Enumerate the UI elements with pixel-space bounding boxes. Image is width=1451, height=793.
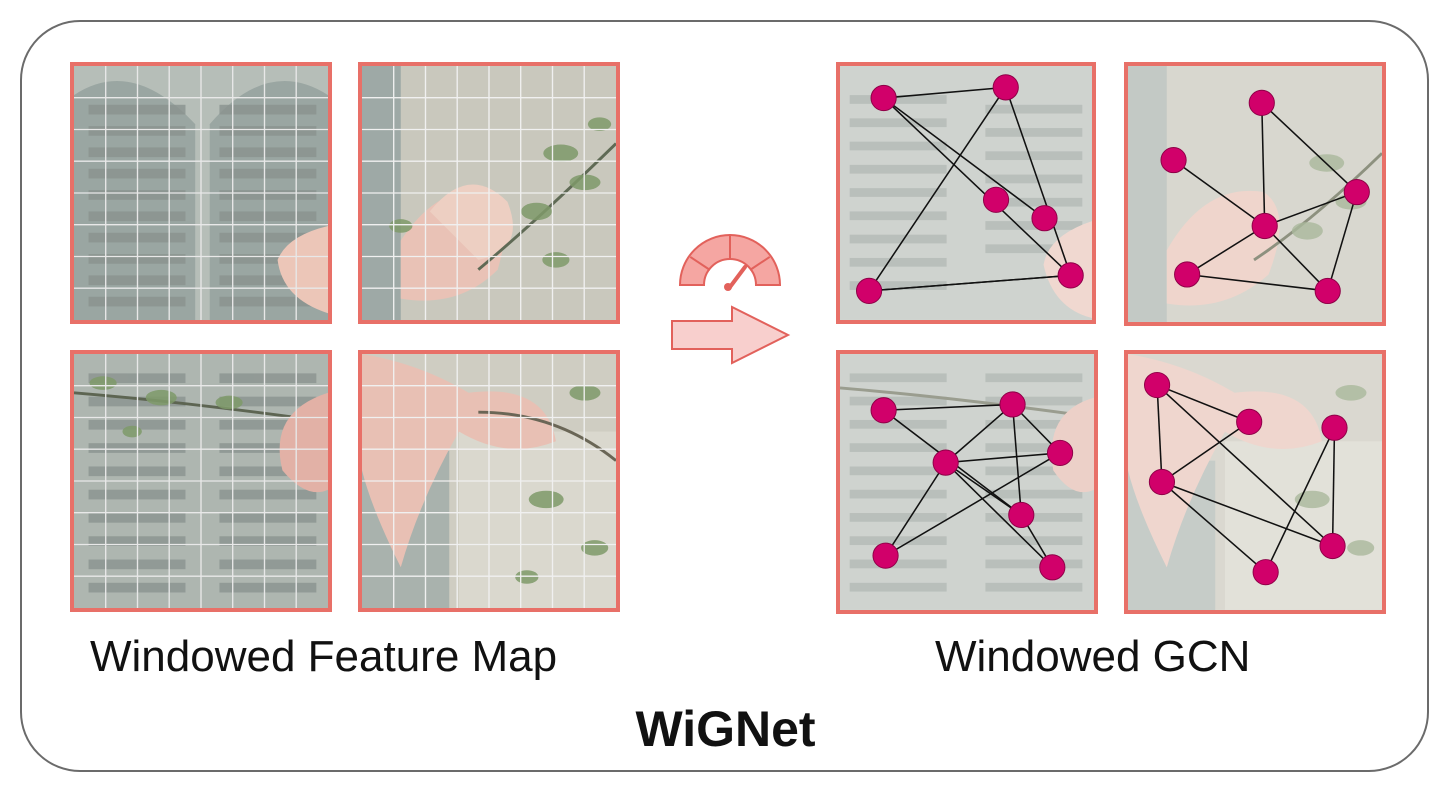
graph-edge bbox=[1161, 481, 1267, 573]
right-caption: Windowed GCN bbox=[935, 632, 1251, 681]
graph-node bbox=[1236, 408, 1263, 435]
feature-window-bottom-left bbox=[70, 350, 332, 612]
graph-node bbox=[1160, 146, 1187, 174]
graph-edge bbox=[884, 462, 947, 557]
graph-node bbox=[1031, 205, 1058, 232]
graph-node bbox=[1008, 501, 1035, 529]
graph-0 bbox=[855, 74, 1084, 304]
graph-edge bbox=[1261, 102, 1266, 227]
graph-edge bbox=[1005, 87, 1072, 276]
graph-edge bbox=[945, 403, 1014, 464]
speedometer-icon bbox=[678, 234, 782, 291]
graph-node bbox=[999, 391, 1026, 418]
graph-node bbox=[1252, 559, 1279, 586]
graph-node bbox=[1314, 277, 1341, 305]
graph-edge bbox=[945, 452, 1061, 464]
graph-node bbox=[870, 397, 897, 424]
graph-edge bbox=[1173, 159, 1266, 227]
transition bbox=[660, 225, 800, 375]
window-photo bbox=[362, 66, 616, 320]
window-photo bbox=[74, 66, 328, 320]
graph-edge bbox=[1261, 102, 1358, 193]
graph-node bbox=[1321, 414, 1348, 441]
graph-edge bbox=[1161, 481, 1333, 547]
graph-edge bbox=[1161, 421, 1250, 483]
feature-window-bottom-right bbox=[358, 350, 620, 612]
graph-node bbox=[1148, 468, 1176, 496]
graph-edge bbox=[883, 86, 1006, 99]
graph-2 bbox=[870, 391, 1074, 581]
graph-edge bbox=[869, 274, 1071, 292]
gcn-window-top-right bbox=[1124, 62, 1386, 326]
graph-node bbox=[1343, 178, 1370, 206]
graph-node bbox=[992, 74, 1019, 101]
graph-edge bbox=[885, 452, 1061, 557]
graph-node bbox=[855, 277, 883, 304]
graph-edge bbox=[868, 86, 1007, 292]
graph-edge bbox=[1156, 384, 1250, 423]
diagram-frame bbox=[20, 20, 1429, 772]
graph-edge bbox=[945, 461, 1022, 516]
feature-window-top-right bbox=[358, 62, 620, 324]
graph-edge bbox=[1186, 225, 1266, 276]
graph-edge bbox=[1156, 385, 1163, 483]
graph-node bbox=[1251, 212, 1278, 240]
graph-node bbox=[1248, 89, 1275, 116]
gcn-window-bottom-left bbox=[836, 350, 1098, 614]
feature-window-top-left bbox=[70, 62, 332, 324]
graph-node bbox=[1046, 439, 1074, 467]
graph-node bbox=[870, 84, 897, 112]
graph-node bbox=[1143, 371, 1171, 399]
figure-title: WiGNet bbox=[635, 701, 816, 757]
graph-3 bbox=[1143, 371, 1348, 586]
graph-edge bbox=[883, 97, 1072, 276]
graph-node bbox=[1319, 532, 1346, 560]
graph-edge bbox=[1011, 404, 1023, 516]
gcn-window-top-left bbox=[836, 62, 1096, 324]
graph-edge bbox=[1264, 191, 1358, 227]
graph-edge bbox=[1187, 273, 1328, 292]
transition-graphic bbox=[671, 234, 791, 365]
graph-edge bbox=[1264, 427, 1336, 573]
left-caption: Windowed Feature Map bbox=[90, 632, 558, 681]
graph-node bbox=[1039, 554, 1066, 581]
graph-node bbox=[932, 449, 959, 476]
graph-1 bbox=[1160, 89, 1370, 305]
graph-edge bbox=[883, 403, 1013, 412]
graph-node bbox=[1057, 262, 1084, 289]
gcn-window-bottom-right bbox=[1124, 350, 1386, 614]
graph-node bbox=[982, 186, 1010, 213]
arrow-right-icon bbox=[671, 305, 791, 365]
graph-node bbox=[1174, 261, 1201, 288]
window-photo bbox=[74, 354, 328, 608]
graph-edge bbox=[1326, 191, 1358, 292]
graph-edge bbox=[1264, 225, 1329, 292]
graph-edge bbox=[1331, 427, 1336, 546]
graph-node bbox=[872, 542, 899, 569]
window-photo bbox=[362, 354, 616, 608]
graph-edge bbox=[883, 97, 1045, 219]
graph-edge bbox=[1156, 384, 1334, 547]
graph-edge bbox=[945, 462, 1053, 568]
